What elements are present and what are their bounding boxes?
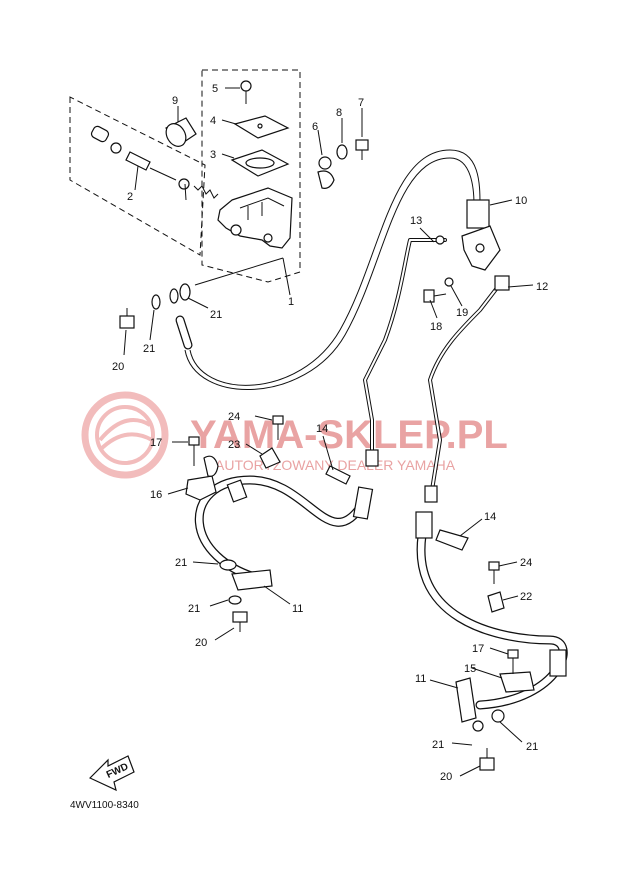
callout-13: 13 [410, 215, 422, 227]
bolt-icon [479, 748, 495, 771]
watermark-text: YAMA-SKLEP.PL [190, 413, 508, 457]
piston-kit [90, 125, 219, 199]
hose-holder [499, 671, 535, 693]
part-code: 4WV1100-8340 [70, 800, 139, 811]
dust-boot [165, 117, 197, 147]
callout-21: 21 [188, 603, 200, 615]
callout-20-bottom: 20 [195, 637, 207, 649]
callout-3: 3 [210, 149, 216, 161]
leader-lines [123, 87, 534, 777]
bolt-icon [423, 289, 447, 303]
washer-icon [491, 709, 505, 723]
callout-15: 15 [464, 663, 476, 675]
bolt-icon [188, 436, 200, 466]
callout-21: 21 [210, 309, 222, 321]
callout-14-right: 14 [484, 511, 496, 523]
callout-9: 9 [172, 95, 178, 107]
master-cylinder-assembly-box [201, 69, 301, 283]
callout-24-left: 24 [228, 411, 240, 423]
bolt-icon [272, 415, 284, 440]
hose-holder [185, 475, 217, 501]
callout-11-right: 11 [415, 673, 426, 685]
watermark: YAMA-SKLEP.PL AUTORYZOWANY DEALER YAMAHA [81, 391, 508, 479]
callout-12: 12 [536, 281, 548, 293]
callout-21: 21 [175, 557, 187, 569]
callout-21: 21 [432, 739, 444, 751]
watermark-logo [81, 391, 169, 479]
callout-19: 19 [456, 307, 468, 319]
washer-icon [472, 720, 484, 732]
washer-icon [228, 595, 242, 605]
callout-4: 4 [210, 115, 216, 127]
bolt-icon [232, 611, 248, 632]
callout-21: 21 [526, 741, 538, 753]
bolt-icon [507, 649, 519, 674]
banjo-fitting [317, 156, 335, 189]
callout-20-top: 20 [112, 361, 124, 373]
hose-clamp [435, 529, 469, 551]
callout-7: 7 [358, 97, 364, 109]
callout-17-left: 17 [150, 437, 162, 449]
bolt-icon [488, 561, 500, 584]
hose-joint [466, 199, 490, 229]
callout-labels: 1 2 3 4 5 6 7 8 9 10 11 11 12 13 14 14 1… [112, 83, 548, 783]
callout-22: 22 [520, 591, 532, 603]
washer-icon [179, 283, 191, 301]
washer-icon [219, 559, 237, 571]
callout-17-right: 17 [472, 643, 484, 655]
callout-11-left: 11 [292, 603, 303, 615]
callout-6: 6 [312, 121, 318, 133]
hose-clamp [487, 591, 505, 613]
piston-kit-assembly-box [69, 96, 206, 256]
hose-clamp [325, 465, 351, 485]
washer-icon [336, 144, 348, 160]
bolt-icon [355, 139, 369, 160]
washer-icon [151, 294, 161, 310]
master-cylinder [217, 80, 293, 249]
callout-21: 21 [143, 343, 155, 355]
washer-icon [169, 288, 179, 304]
callout-20-right: 20 [440, 771, 452, 783]
callout-18: 18 [430, 321, 442, 333]
callout-14-left: 14 [316, 423, 328, 435]
callout-24-right: 24 [520, 557, 532, 569]
brake-junction [461, 225, 501, 271]
bolt-icon [119, 308, 135, 329]
hose-clamp [259, 447, 281, 469]
washer-icon [444, 277, 454, 287]
callout-23: 23 [228, 439, 240, 451]
callout-16: 16 [150, 489, 162, 501]
callout-10: 10 [515, 195, 527, 207]
callout-5: 5 [212, 83, 218, 95]
callout-8: 8 [336, 107, 342, 119]
callout-1: 1 [288, 296, 294, 308]
callout-2: 2 [127, 191, 133, 203]
fwd-arrow-icon: FWD [88, 755, 135, 792]
